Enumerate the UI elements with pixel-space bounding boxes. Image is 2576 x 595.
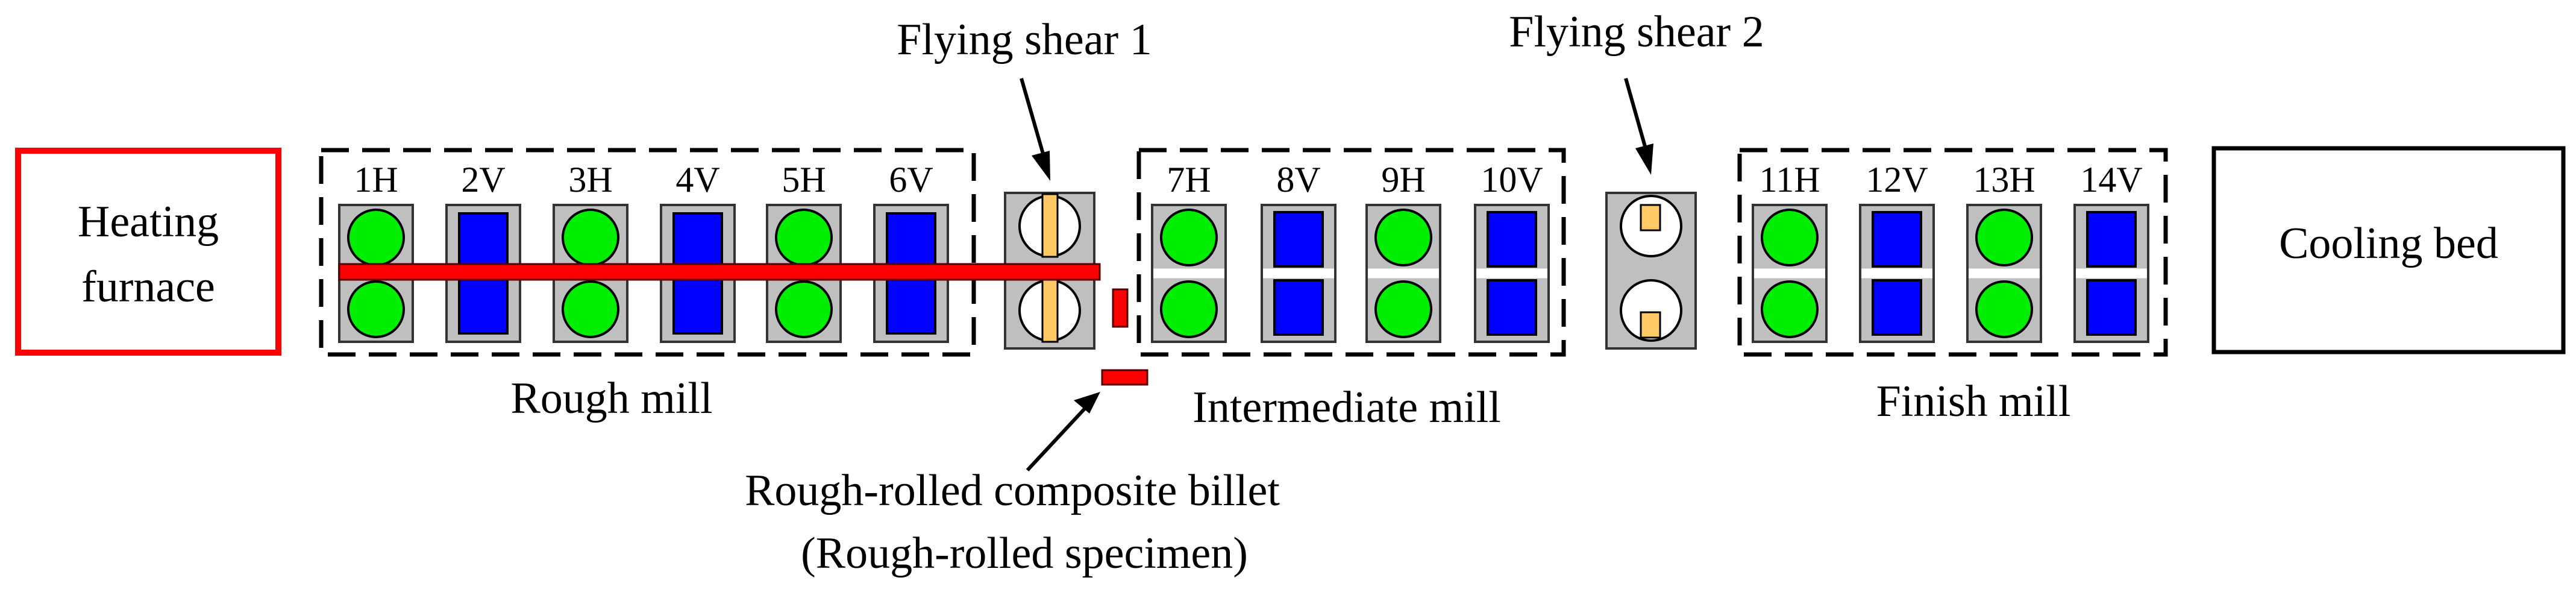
mill-stand-6V: 6V [873, 160, 949, 343]
mill-stand-13H: 13H [1966, 160, 2042, 343]
upper-horizontal-roll [1160, 209, 1218, 266]
stand-label: 5H [782, 160, 826, 200]
stand-label: 11H [1759, 160, 1820, 200]
flying-shear-2-arrow [1624, 78, 1648, 151]
stand-label: 7H [1167, 160, 1211, 200]
finish-mill-label: Finish mill [1876, 377, 2071, 426]
rolled-bar [338, 263, 1101, 281]
stand-label: 4V [675, 160, 719, 200]
flying-shear-2-lower-blade [1640, 311, 1661, 339]
heating-furnace: Heating furnace [15, 148, 281, 356]
rough-mill-label: Rough mill [510, 374, 712, 423]
lower-horizontal-roll [1975, 280, 2033, 338]
roll-gap [1476, 268, 1547, 279]
stand-label: 9H [1381, 160, 1425, 200]
mill-stand-7H: 7H [1151, 160, 1227, 343]
lower-vertical-roll [1273, 279, 1324, 336]
mill-stand-5H: 5H [766, 160, 842, 343]
cooling-bed: Cooling bed [2211, 146, 2566, 354]
upper-horizontal-roll [347, 209, 405, 266]
intermediate-mill-frame [1136, 148, 1566, 357]
billet-label-line2: (Rough-rolled specimen) [801, 529, 1248, 578]
stand-label: 12V [1866, 160, 1928, 200]
roll-gap [1754, 268, 1825, 279]
flying-shear-2-label: Flying shear 2 [1509, 7, 1764, 57]
mill-stand-8V: 8V [1261, 160, 1337, 343]
stand-label: 2V [461, 160, 505, 200]
mill-stand-12V: 12V [1859, 160, 1935, 343]
finish-mill-frame [1737, 148, 2168, 357]
billet-label-line1: Rough-rolled composite billet [745, 466, 1280, 515]
flying-shear-1-label: Flying shear 1 [897, 15, 1152, 65]
lower-horizontal-roll [775, 280, 833, 338]
upper-vertical-roll [1273, 211, 1324, 268]
upper-horizontal-roll [1374, 209, 1432, 266]
flying-shear-1-upper-blade [1041, 193, 1059, 258]
stand-label: 10V [1481, 160, 1543, 200]
rough-mill-frame [319, 148, 976, 357]
flying-shear-2-arrowhead [1635, 143, 1653, 175]
stand-label: 14V [2080, 160, 2142, 200]
mill-stand-1H: 1H [338, 160, 414, 343]
mill-stand-9H: 9H [1365, 160, 1441, 343]
lower-vertical-roll [1872, 279, 1922, 336]
lower-horizontal-roll [1374, 280, 1432, 338]
billet-arrowhead [1074, 392, 1100, 414]
flying-shear-1-lower-blade [1041, 278, 1059, 343]
upper-horizontal-roll [1761, 209, 1819, 266]
roll-gap [1263, 268, 1334, 279]
roll-gap [1861, 268, 1932, 279]
cooling-bed-label: Cooling bed [2279, 219, 2498, 268]
flying-shear-1-arrow [1020, 78, 1046, 159]
mill-stand-11H: 11H [1752, 160, 1828, 343]
upper-horizontal-roll [1975, 209, 2033, 266]
rough-rolled-billet-specimen [1101, 369, 1149, 386]
heating-furnace-label-line2: furnace [81, 262, 215, 312]
roll-gap [1368, 268, 1439, 279]
roll-gap [2076, 268, 2147, 279]
mill-stand-4V: 4V [660, 160, 736, 343]
lower-horizontal-roll [1160, 280, 1218, 338]
upper-vertical-roll [2086, 211, 2137, 268]
lower-horizontal-roll [562, 280, 619, 338]
flying-shear-2-lower-drum [1620, 279, 1682, 342]
upper-vertical-roll [1872, 211, 1922, 268]
upper-vertical-roll [1487, 211, 1537, 268]
stand-label: 8V [1276, 160, 1320, 200]
lower-horizontal-roll [1761, 280, 1819, 338]
mill-stand-10V: 10V [1474, 160, 1550, 343]
flying-shear-2-upper-blade [1640, 204, 1661, 231]
heating-furnace-box [15, 148, 281, 356]
mill-stand-2V: 2V [445, 160, 521, 343]
stand-label: 3H [568, 160, 612, 200]
billet-arrow [1026, 407, 1086, 472]
flying-shear-2 [1605, 192, 1697, 350]
mill-stands: 1H 2V 3H 4V 5H 6V 7H 8V 9H 10V 11H 12V 13H 14V [338, 160, 2149, 343]
roll-gap [1153, 268, 1224, 279]
roll-gap [1969, 268, 2040, 279]
flying-shear-1-arrowhead [1032, 151, 1050, 181]
mill-stand-3H: 3H [553, 160, 628, 343]
mill-stand-14V: 14V [2073, 160, 2149, 343]
upper-horizontal-roll [562, 209, 619, 266]
lower-vertical-roll [2086, 279, 2137, 336]
intermediate-mill-label: Intermediate mill [1192, 383, 1501, 432]
lower-horizontal-roll [347, 280, 405, 338]
upper-horizontal-roll [775, 209, 833, 266]
cooling-bed-box [2211, 146, 2566, 354]
stand-label: 6V [889, 160, 933, 200]
stand-label: 1H [354, 160, 398, 200]
cut-billet-piece [1112, 288, 1129, 328]
stand-label: 13H [1973, 160, 2035, 200]
heating-furnace-label-line1: Heating [78, 197, 219, 247]
lower-vertical-roll [1487, 279, 1537, 336]
